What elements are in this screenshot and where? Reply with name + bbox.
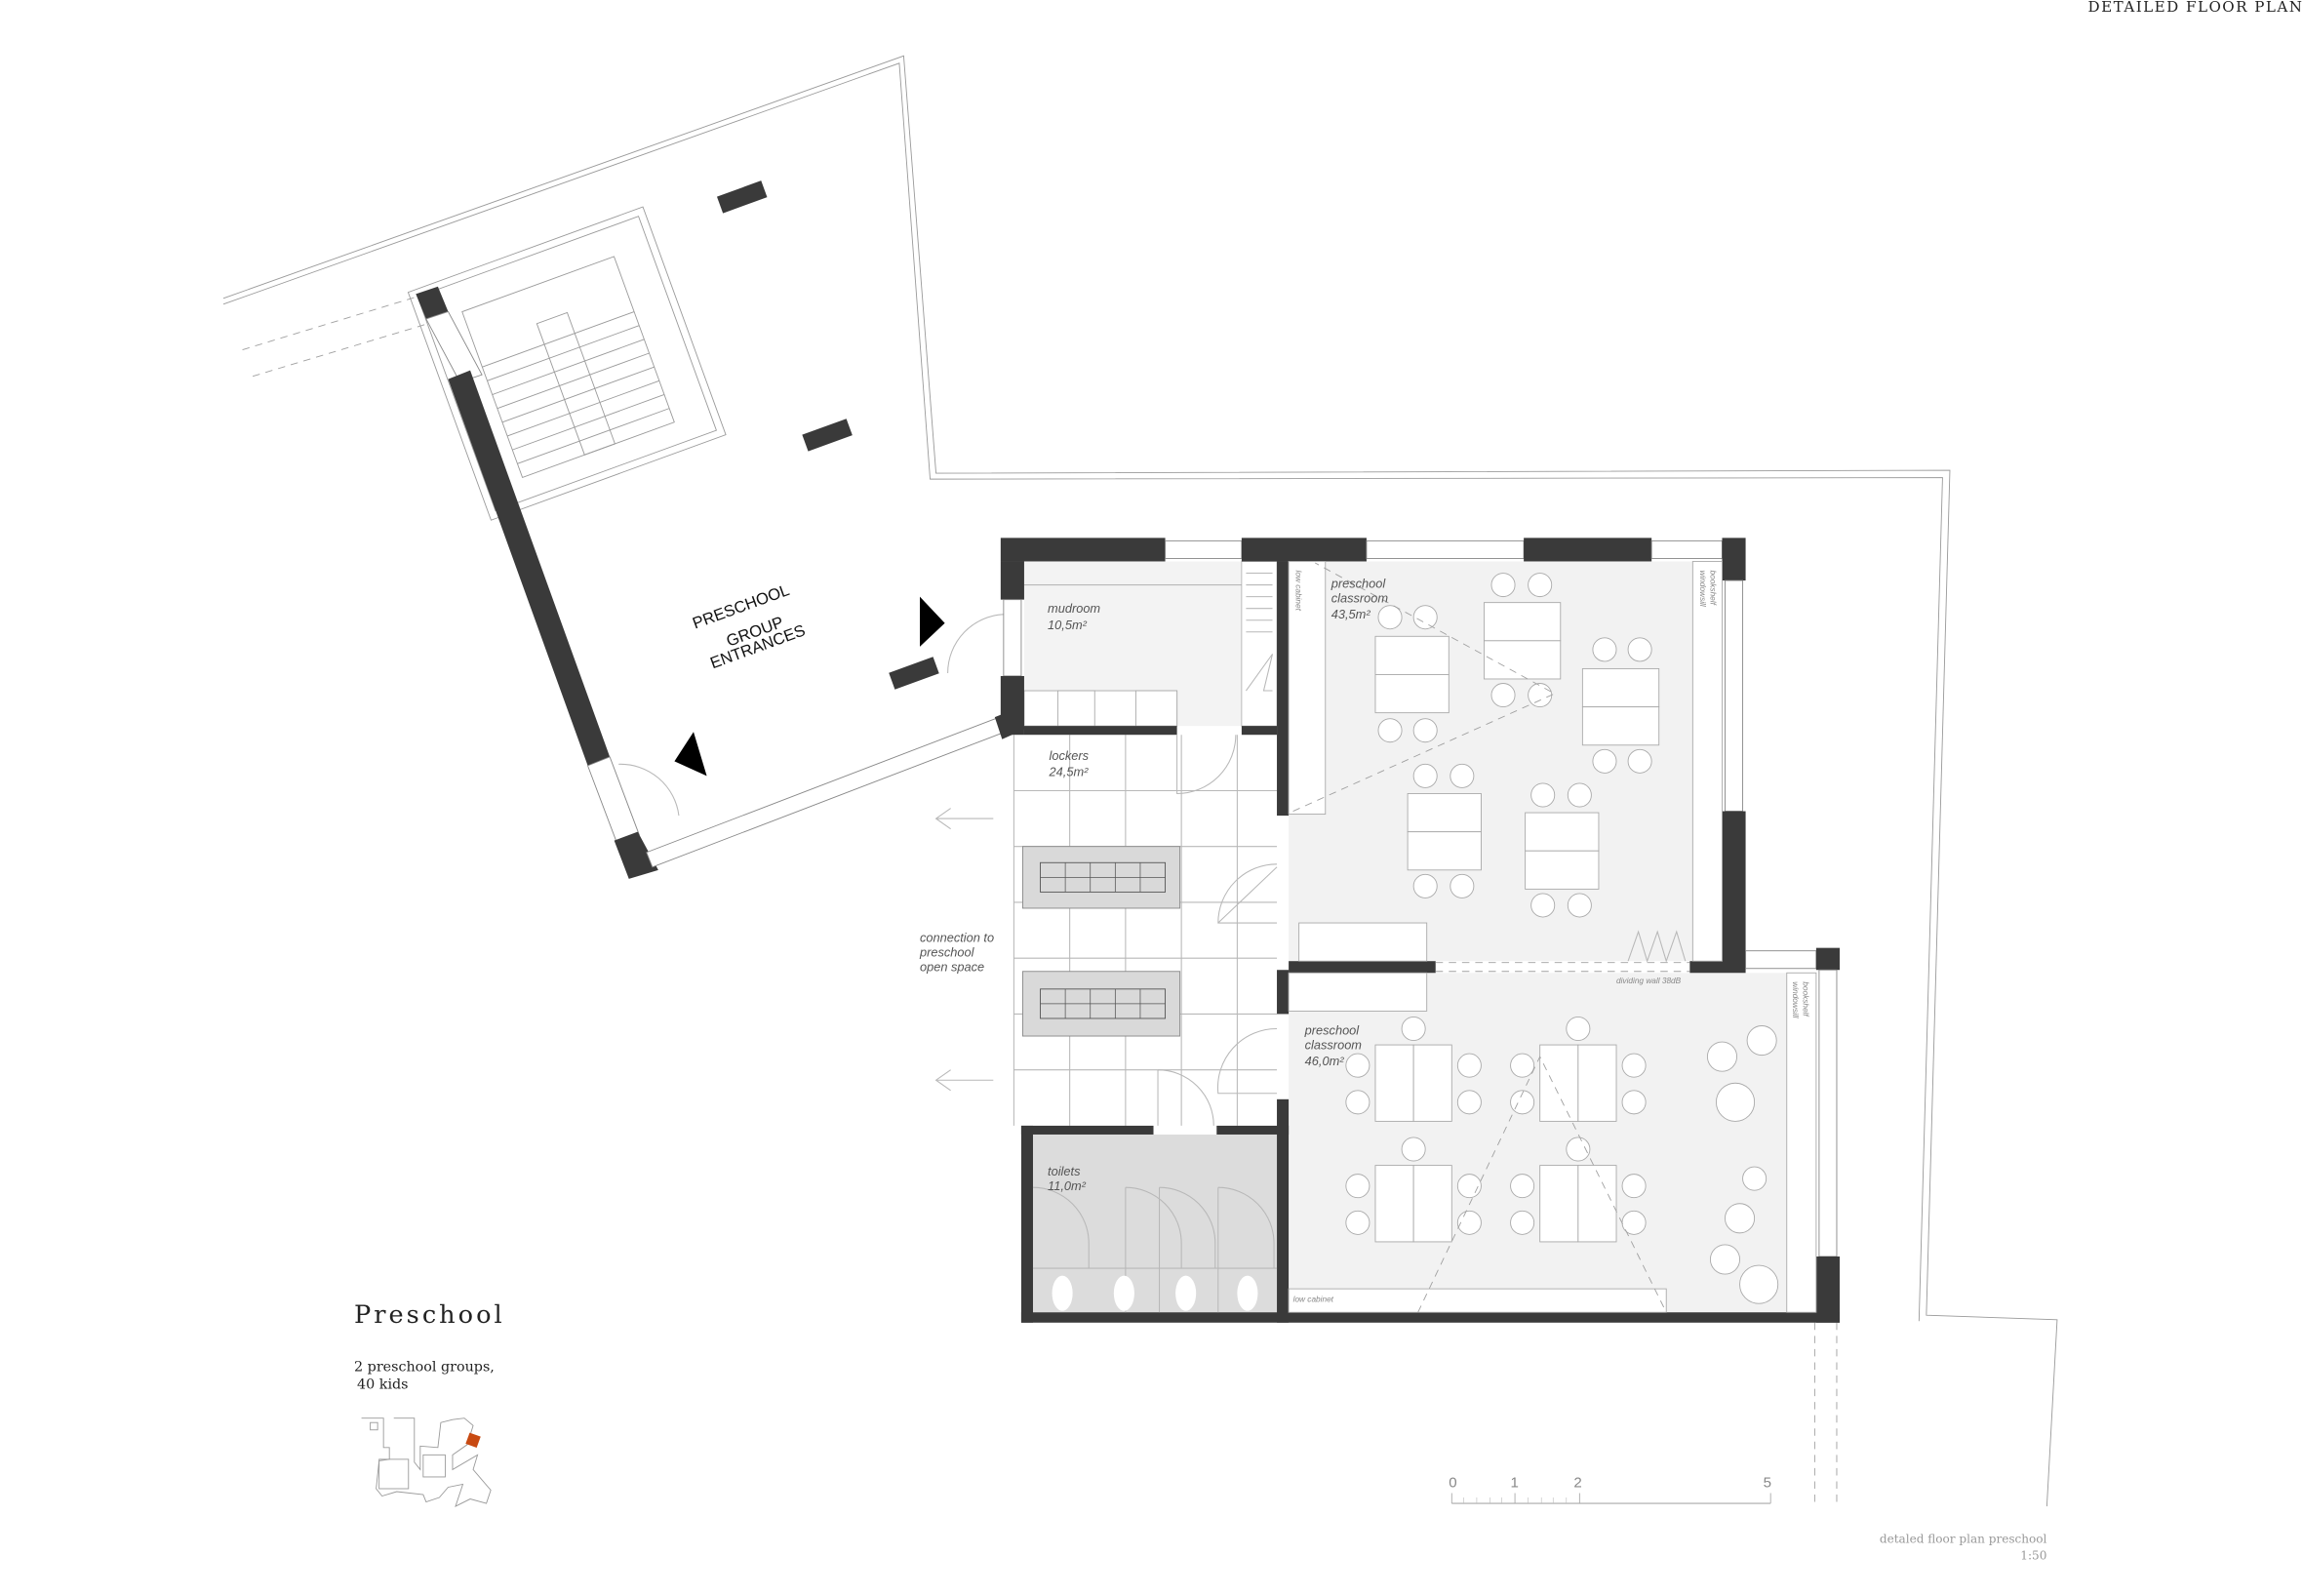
staircase (407, 206, 727, 521)
room-area: 24,5m² (1049, 764, 1090, 778)
windowsill-label: windowsill (1791, 981, 1800, 1018)
locker-bench (1021, 846, 1181, 909)
legend-description: 2 preschool groups, (354, 1359, 495, 1375)
legend-title: Preschool (354, 1300, 505, 1330)
locker-bench (1021, 971, 1181, 1037)
dividing-wall-label: dividing wall 38dB (1616, 977, 1682, 985)
toilets-floor (1032, 1134, 1278, 1313)
terrace-outline (222, 55, 2058, 1507)
lockers-floor-grid (1013, 735, 1278, 1126)
classroom-1-furniture (1288, 561, 1723, 962)
mudroom-fittings (1023, 561, 1278, 727)
room-area: 10,5m² (1048, 618, 1088, 632)
entrance-arrow-icon (674, 732, 707, 777)
windowsill-label: windowsill (1698, 571, 1707, 608)
site-key-map (361, 1417, 492, 1507)
room-name: classroom (1305, 1038, 1363, 1053)
room-name: classroom (1331, 591, 1389, 606)
entrance-arrow-icon (919, 596, 945, 647)
windowsill-label: bookshelf (1801, 981, 1809, 1017)
planter (889, 657, 939, 690)
sheet-title: DETAILED FLOOR PLAN PRESCHOOL (2088, 0, 2304, 16)
connection-note: connection to (920, 931, 994, 945)
scale-label: 1 (1511, 1474, 1519, 1491)
classroom-2-furniture (1288, 972, 1817, 1313)
room-area: 43,5m² (1331, 607, 1371, 621)
room-name: lockers (1050, 748, 1090, 763)
scale-label: 0 (1449, 1474, 1456, 1491)
room-name: preschool (1304, 1023, 1361, 1038)
low-cabinet-label: low cabinet (1293, 1296, 1334, 1304)
arrow-left-icon (934, 1069, 994, 1092)
legend-description: 40 kids (357, 1377, 408, 1393)
connection-note: open space (920, 960, 984, 975)
toilet-stalls (1032, 1186, 1278, 1313)
entrance-hall: PRESCHOOL GROUP ENTRANCES (416, 180, 1029, 879)
room-name: preschool (1331, 577, 1387, 591)
room-area: 46,0m² (1305, 1054, 1345, 1068)
building-walls (1000, 538, 1840, 1323)
low-cabinet-label: low cabinet (1294, 571, 1303, 612)
drawing-caption: detaled floor plan preschool (1880, 1533, 2047, 1546)
scale-bar: 0 1 2 5 (1449, 1474, 1771, 1504)
drawing-scale: 1:50 (2020, 1548, 2046, 1562)
connection-note: preschool (919, 945, 975, 960)
scale-label: 2 (1573, 1474, 1581, 1491)
highlight-marker (465, 1432, 481, 1449)
room-name: mudroom (1048, 601, 1100, 616)
scale-label: 5 (1764, 1474, 1771, 1491)
planter (716, 180, 768, 214)
room-area: 11,0m² (1048, 1178, 1087, 1193)
room-name: toilets (1048, 1164, 1081, 1178)
arrow-left-icon (934, 808, 994, 830)
planter (802, 419, 853, 452)
windowsill-label: bookshelf (1708, 571, 1717, 607)
